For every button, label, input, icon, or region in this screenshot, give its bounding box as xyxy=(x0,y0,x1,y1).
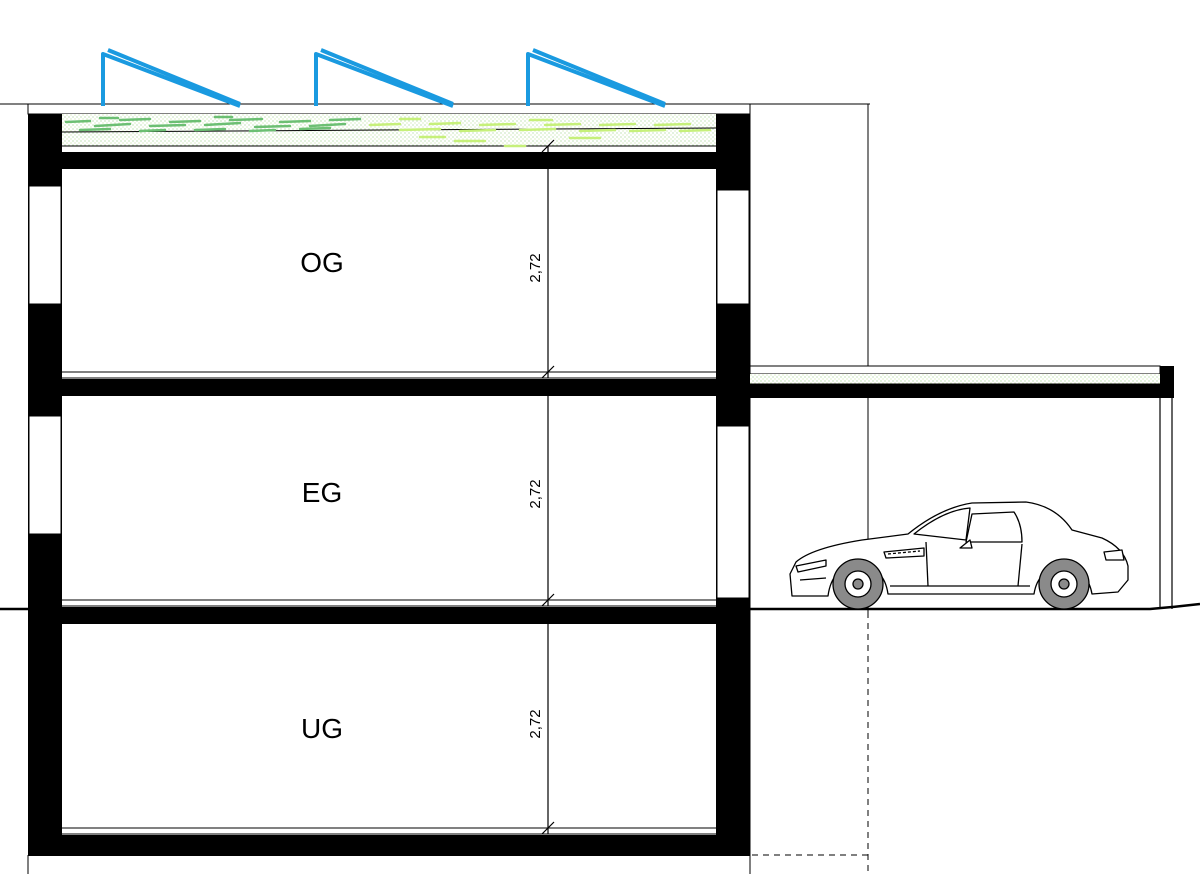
height-label-og: 2,72 xyxy=(527,253,544,282)
window-left-og xyxy=(28,185,62,305)
window-right-og xyxy=(716,189,750,305)
height-label-ug: 2,72 xyxy=(527,709,544,738)
height-dimensions xyxy=(541,139,555,835)
green-roof-vegetation xyxy=(64,115,712,148)
car-icon xyxy=(789,501,1129,610)
floor-label-eg: EG xyxy=(302,477,342,508)
carport xyxy=(749,365,1174,609)
left-wall xyxy=(28,114,62,856)
roof xyxy=(27,103,751,169)
floor-label-og: OG xyxy=(300,247,344,278)
window-left-eg xyxy=(28,415,62,535)
solar-panel-icon xyxy=(314,48,454,108)
right-wall xyxy=(716,114,750,856)
floor-slabs xyxy=(28,371,750,856)
solar-panels xyxy=(101,48,666,108)
solar-panel-icon xyxy=(526,48,666,108)
floor-label-ug: UG xyxy=(301,713,343,744)
height-label-eg: 2,72 xyxy=(527,479,544,508)
dashed-lines xyxy=(752,612,869,874)
window-right-eg xyxy=(716,425,750,599)
solar-panel-icon xyxy=(101,48,241,108)
